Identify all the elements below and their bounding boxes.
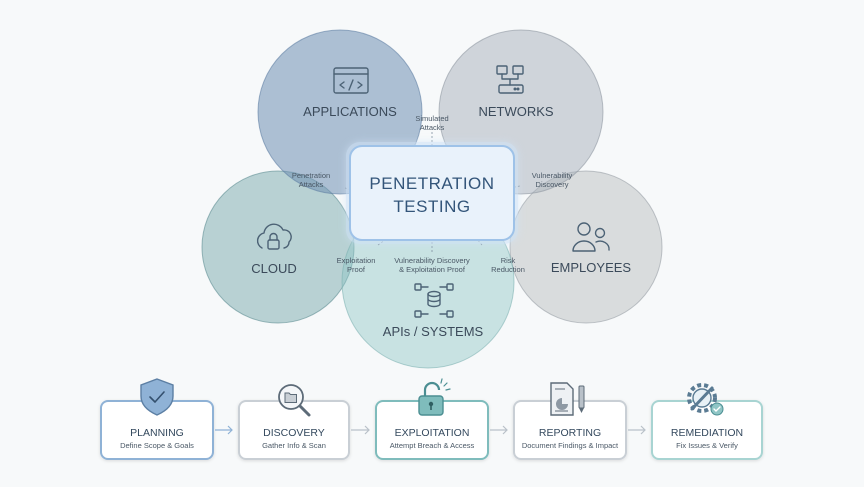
network-devices-icon: [496, 65, 524, 94]
gear-wrench-icon: [687, 383, 724, 416]
arrow-1: [215, 425, 233, 435]
people-icon: [572, 222, 610, 252]
svg-text:Reduction: Reduction: [491, 265, 525, 274]
step-exploitation: EXPLOITATION Attempt Breach & Access: [375, 378, 489, 460]
svg-text:& Exploitation Proof: & Exploitation Proof: [399, 265, 466, 274]
cloud-label: CLOUD: [251, 261, 297, 276]
overlap-risk-reduction: Risk Reduction: [491, 256, 525, 274]
overlap-vuln-exploit-proof: Vulnerability Discovery & Exploitation P…: [394, 256, 470, 274]
svg-text:Proof: Proof: [347, 265, 366, 274]
step-title: PLANNING: [130, 427, 184, 439]
database-network-icon: [414, 283, 454, 318]
report-document-icon: [550, 382, 585, 416]
overlap-penetration-attacks: Penetration Attacks: [292, 171, 330, 189]
step-title: REMEDIATION: [671, 427, 743, 439]
cloud-lock-icon: [256, 223, 292, 250]
arrow-4: [628, 425, 646, 435]
svg-text:Exploitation: Exploitation: [337, 256, 376, 265]
shield-check-icon: [140, 378, 174, 416]
step-remediation: REMEDIATION Fix Issues & Verify: [651, 383, 763, 460]
employees-circle: [509, 170, 663, 324]
step-reporting: REPORTING Document Findings & Impact: [513, 382, 627, 460]
process-flow: PLANNING Define Scope & Goals DISCOVERY …: [100, 378, 763, 460]
step-title: EXPLOITATION: [395, 427, 470, 439]
step-discovery: DISCOVERY Gather Info & Scan: [238, 384, 350, 460]
arrow-3: [490, 425, 508, 435]
svg-text:Discovery: Discovery: [536, 180, 569, 189]
employees-label: EMPLOYEES: [551, 260, 632, 275]
svg-text:Vulnerability Discovery: Vulnerability Discovery: [394, 256, 470, 265]
step-title: REPORTING: [539, 427, 601, 439]
networks-label: NETWORKS: [478, 104, 553, 119]
step-title: DISCOVERY: [263, 427, 325, 439]
svg-text:Simulated: Simulated: [415, 114, 448, 123]
svg-text:Risk: Risk: [501, 256, 516, 265]
unlocked-padlock-icon: [418, 378, 451, 416]
code-window-icon: [333, 67, 369, 94]
step-subtitle: Fix Issues & Verify: [676, 441, 738, 450]
step-subtitle: Attempt Breach & Access: [390, 441, 475, 450]
overlap-simulated-attacks: Simulated Attacks: [415, 114, 448, 132]
svg-text:Attacks: Attacks: [420, 123, 445, 132]
svg-text:Penetration: Penetration: [292, 171, 330, 180]
svg-text:Vulnerability: Vulnerability: [532, 171, 573, 180]
center-title-line-2: TESTING: [393, 197, 470, 216]
center-title-line-1: PENETRATION: [369, 174, 494, 193]
svg-text:Attacks: Attacks: [299, 180, 324, 189]
overlap-exploitation-proof: Exploitation Proof: [337, 256, 376, 274]
overlap-vulnerability-discovery: Vulnerability Discovery: [532, 171, 573, 189]
step-subtitle: Define Scope & Goals: [120, 441, 194, 450]
step-planning: PLANNING Define Scope & Goals: [100, 378, 214, 460]
applications-label: APPLICATIONS: [303, 104, 397, 119]
center-box: PENETRATION TESTING: [346, 142, 518, 244]
apis-systems-label: APIs / SYSTEMS: [383, 324, 484, 339]
arrow-2: [351, 425, 370, 435]
cloud-circle: [201, 170, 355, 324]
step-subtitle: Gather Info & Scan: [262, 441, 326, 450]
step-subtitle: Document Findings & Impact: [522, 441, 619, 450]
magnifier-folder-icon: [278, 384, 311, 417]
